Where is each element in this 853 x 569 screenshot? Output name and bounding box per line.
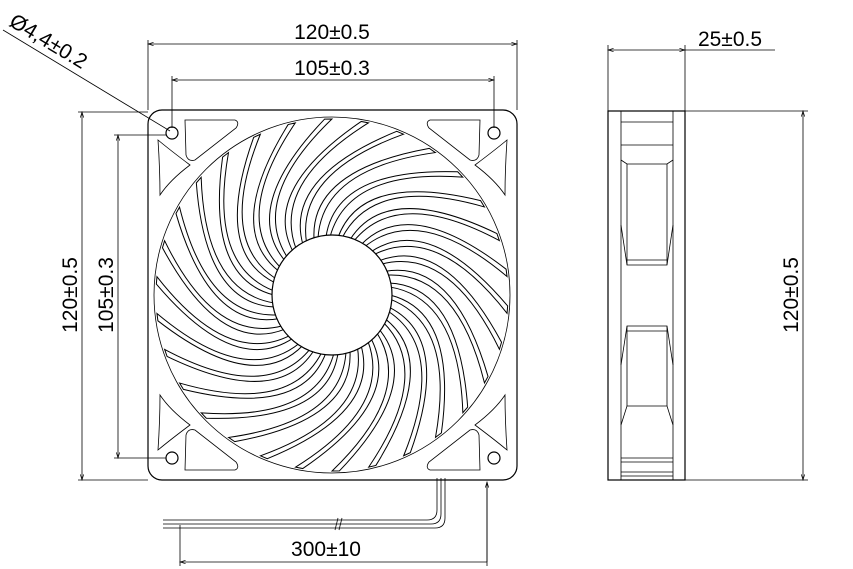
fan-hub bbox=[271, 234, 393, 356]
fan-blade bbox=[384, 269, 489, 385]
fan-blade bbox=[227, 349, 351, 443]
side-frame bbox=[607, 110, 686, 481]
corner-cutout-tl2 bbox=[157, 139, 191, 197]
corner-cutout-bl2 bbox=[157, 393, 191, 451]
fan-blade bbox=[259, 344, 365, 460]
fan-blade bbox=[370, 239, 509, 315]
fan-blade bbox=[236, 133, 277, 284]
front-height-label: 120±0.5 bbox=[59, 257, 82, 333]
mount-hole-tl bbox=[165, 126, 179, 140]
fan-blade bbox=[349, 208, 501, 242]
fan-blade bbox=[294, 337, 380, 470]
fan-blade bbox=[195, 176, 276, 308]
side-view bbox=[607, 110, 686, 481]
corner-cutout-tl bbox=[184, 119, 239, 161]
fan-blade bbox=[253, 122, 297, 273]
fan-blade bbox=[161, 239, 286, 335]
cable bbox=[163, 478, 446, 531]
fan-frame bbox=[147, 109, 518, 481]
fan-shroud bbox=[153, 116, 511, 474]
cable-length-label: 300±10 bbox=[291, 538, 361, 561]
fan-blade bbox=[299, 130, 405, 246]
fan-blade bbox=[156, 312, 304, 366]
fan-blade bbox=[163, 348, 315, 382]
corner-cutout-bl bbox=[184, 429, 239, 471]
hole-diameter-label: Ø4,4±0.2 bbox=[5, 10, 91, 74]
fan-blade bbox=[200, 352, 339, 419]
fan-blade bbox=[175, 205, 280, 321]
hole-spacing-h-label: 105±0.3 bbox=[294, 57, 370, 80]
fan-blade bbox=[388, 282, 469, 414]
front-view bbox=[147, 109, 518, 531]
front-width-label: 120±0.5 bbox=[294, 21, 370, 44]
hole-spacing-v-label: 105±0.3 bbox=[95, 257, 118, 333]
fan-blade bbox=[360, 224, 508, 278]
fan-blade bbox=[325, 171, 464, 238]
hole-leader-line bbox=[2, 29, 171, 132]
fan-blade bbox=[178, 351, 327, 399]
fan-blade bbox=[367, 317, 411, 468]
side-thickness-label: 25±0.5 bbox=[698, 28, 762, 51]
fan-blade bbox=[337, 191, 486, 239]
corner-cutout-tr bbox=[426, 119, 481, 161]
fan-blade bbox=[155, 275, 294, 351]
mount-hole-br bbox=[487, 451, 501, 465]
mount-hole-bl bbox=[165, 451, 179, 465]
fan-blade bbox=[284, 120, 370, 253]
side-height-label: 120±0.5 bbox=[780, 257, 803, 333]
fan-blade bbox=[218, 151, 275, 296]
fan-blade bbox=[269, 118, 334, 262]
fan-blade bbox=[378, 255, 503, 351]
corner-cutouts bbox=[157, 119, 508, 471]
fan-blades bbox=[155, 118, 509, 472]
corner-cutout-tr2 bbox=[474, 139, 508, 197]
mount-hole-tr bbox=[487, 126, 501, 140]
fan-blade bbox=[313, 147, 437, 241]
fan-blade bbox=[330, 328, 395, 472]
fan-blade bbox=[387, 306, 428, 457]
fan-blade bbox=[389, 294, 446, 439]
corner-cutout-br2 bbox=[474, 393, 508, 451]
corner-cutout-br bbox=[426, 429, 481, 471]
